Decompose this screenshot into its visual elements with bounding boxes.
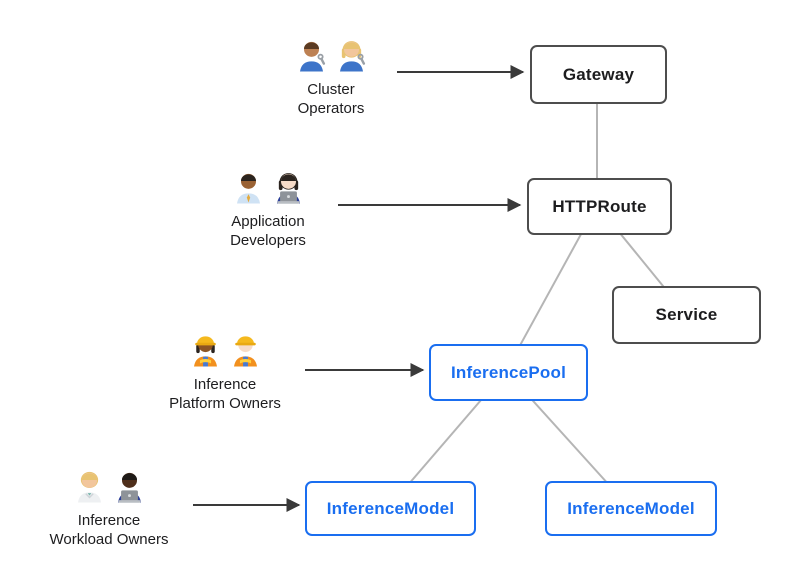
node-httproute-label: HTTPRoute (552, 196, 647, 216)
application-developers-label: Application Developers (230, 212, 306, 250)
inference-platform-owners-line2: Platform Owners (169, 395, 281, 413)
inference-workload-owners-label: Inference Workload Owners (50, 511, 169, 549)
woman-technologist-icon (276, 173, 300, 204)
woman-mechanic-icon (339, 41, 365, 72)
health-worker-icon (77, 471, 101, 503)
node-inference-model-left: InferenceModel (305, 481, 476, 536)
inference-workload-owners-icons (71, 467, 148, 504)
application-developers-line2: Developers (230, 232, 306, 250)
cluster-operators-line2: Operators (297, 100, 365, 118)
node-inference-model-right: InferenceModel (545, 481, 717, 536)
node-service: Service (612, 286, 761, 344)
application-developers-icons (230, 168, 307, 205)
man-technologist-icon (117, 472, 141, 503)
node-inference-pool: InferencePool (429, 344, 588, 401)
cluster-operators-label: Cluster Operators (298, 80, 365, 118)
node-inference-pool-label: InferencePool (450, 362, 567, 382)
cluster-operators-line1: Cluster (307, 81, 355, 98)
woman-construction-worker-icon (193, 336, 217, 367)
node-inference-model-right-label: InferenceModel (567, 498, 695, 518)
inference-workload-owners-line1: Inference (77, 512, 141, 529)
node-service-label: Service (655, 305, 718, 324)
application-developers-line1: Application (231, 213, 305, 230)
inference-platform-owners-icons (187, 331, 264, 368)
inference-platform-owners-line1: Inference (193, 376, 257, 393)
actor-cluster-operators: Cluster Operators (251, 36, 411, 118)
node-inference-model-left-label: InferenceModel (326, 498, 455, 518)
inference-platform-owners-label: Inference Platform Owners (169, 375, 281, 413)
node-gateway-label: Gateway (562, 64, 635, 84)
man-construction-worker-icon (233, 336, 257, 367)
actor-inference-platform-owners: Inference Platform Owners (135, 331, 315, 413)
man-office-worker-icon (236, 173, 260, 204)
actor-inference-workload-owners: Inference Workload Owners (19, 467, 199, 549)
inference-workload-owners-line2: Workload Owners (49, 531, 169, 549)
cluster-operators-icons (293, 36, 370, 73)
man-mechanic-icon (299, 41, 325, 72)
node-httproute: HTTPRoute (527, 178, 672, 235)
actor-application-developers: Application Developers (188, 168, 348, 250)
node-gateway: Gateway (530, 45, 667, 104)
